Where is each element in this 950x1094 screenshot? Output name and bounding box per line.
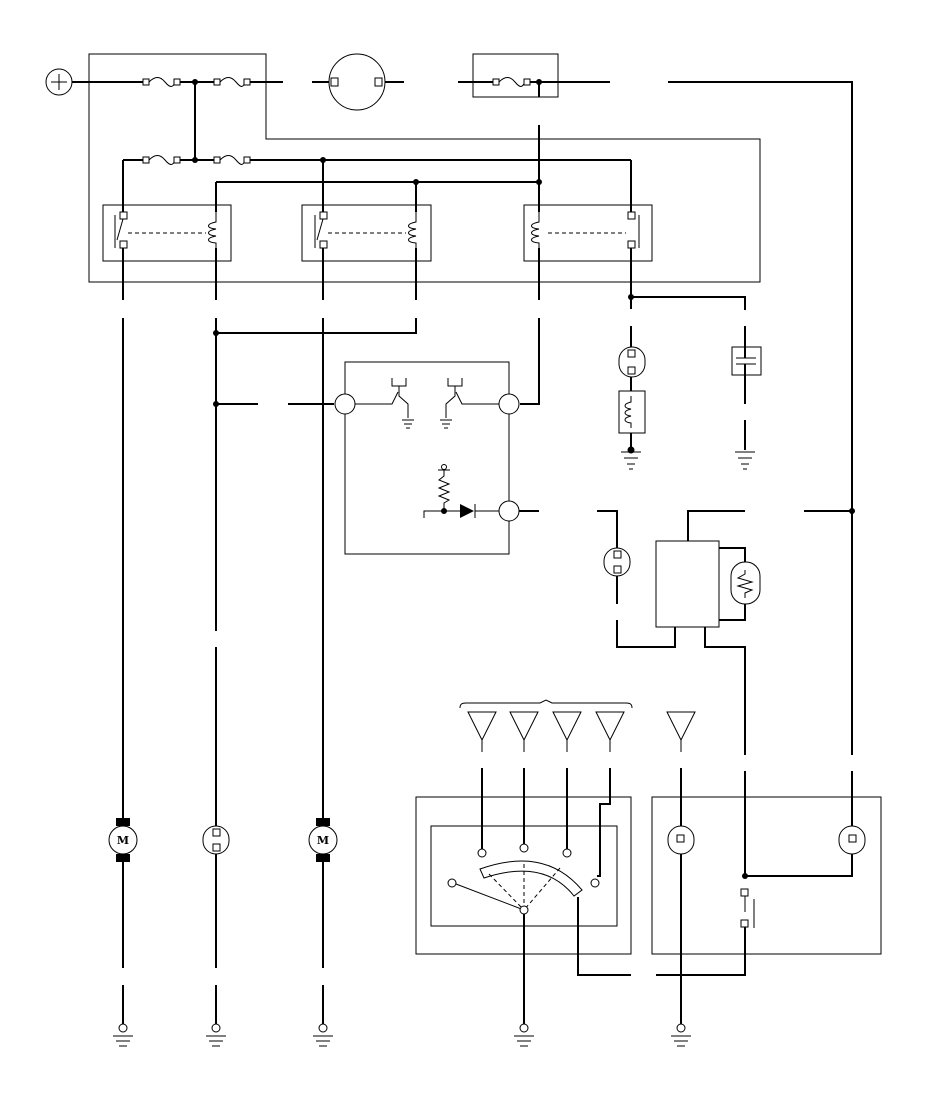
control-module <box>334 361 520 555</box>
relay-supply-bus <box>122 155 632 212</box>
motor-2: M <box>308 818 338 1024</box>
motor-1-label: M <box>117 834 129 847</box>
motor-2-label: M <box>317 834 329 847</box>
main-fuse-line <box>72 77 283 160</box>
relay-1 <box>102 204 232 300</box>
middle-wiring <box>519 508 855 755</box>
fuse-small <box>458 77 610 182</box>
relay-2 <box>301 204 432 300</box>
switch-sensor-2 <box>202 825 230 1024</box>
relay-coil-bus <box>215 179 542 212</box>
relay-3-output-branch <box>628 294 746 347</box>
fuse-relay-box <box>88 53 761 283</box>
capacitor-icon <box>731 346 762 450</box>
ignition-switch-icon <box>312 53 404 111</box>
ground-icon <box>113 1023 133 1047</box>
relay-3 <box>523 204 653 300</box>
motor-1: M <box>108 818 138 1024</box>
solenoid-switch-icon <box>618 346 646 454</box>
battery-positive-terminal <box>45 68 73 96</box>
ground-icon <box>206 1023 226 1047</box>
left-wiring <box>122 318 540 826</box>
indicator-module <box>651 768 882 1024</box>
ground-icon <box>621 451 641 470</box>
ground-icon <box>514 1023 534 1047</box>
right-supply-wire <box>668 81 853 510</box>
connector-group <box>459 699 696 752</box>
selector-switch-module <box>415 768 632 1024</box>
sender-unit <box>655 540 761 628</box>
fuse-box-small <box>472 53 559 98</box>
ground-icon <box>735 451 755 470</box>
ground-icon <box>671 1023 691 1047</box>
ground-icon <box>313 1023 333 1047</box>
